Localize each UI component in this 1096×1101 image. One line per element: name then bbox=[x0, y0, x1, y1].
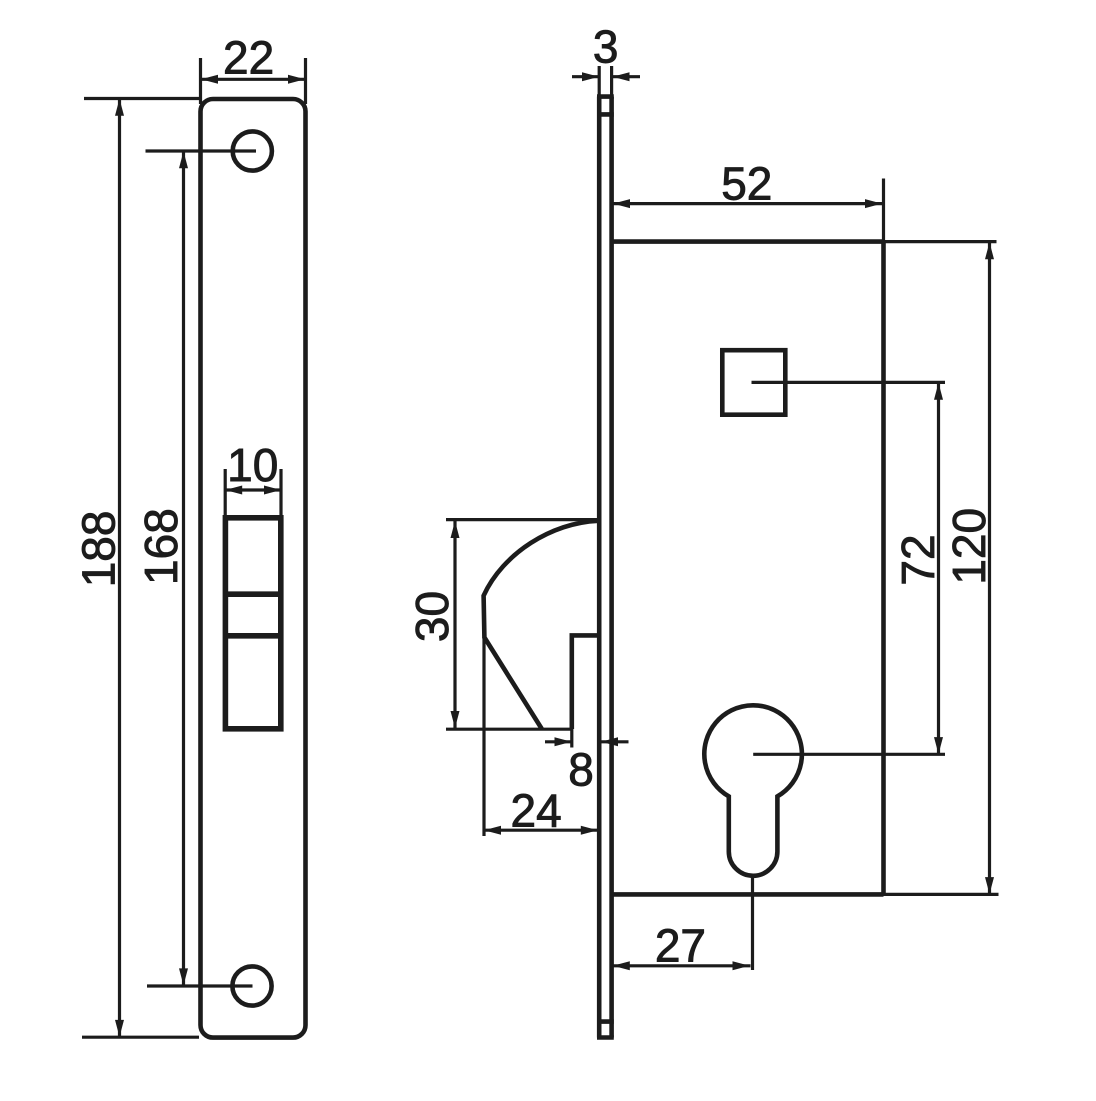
svg-text:52: 52 bbox=[721, 157, 772, 209]
svg-text:22: 22 bbox=[223, 31, 274, 83]
svg-text:120: 120 bbox=[943, 508, 995, 585]
svg-text:27: 27 bbox=[655, 920, 706, 972]
svg-text:188: 188 bbox=[73, 511, 125, 588]
svg-text:8: 8 bbox=[568, 744, 594, 796]
svg-text:168: 168 bbox=[135, 508, 187, 585]
svg-text:24: 24 bbox=[511, 785, 562, 837]
svg-text:72: 72 bbox=[892, 534, 944, 585]
svg-text:30: 30 bbox=[406, 591, 458, 642]
svg-text:3: 3 bbox=[593, 21, 619, 73]
svg-text:10: 10 bbox=[227, 439, 278, 491]
